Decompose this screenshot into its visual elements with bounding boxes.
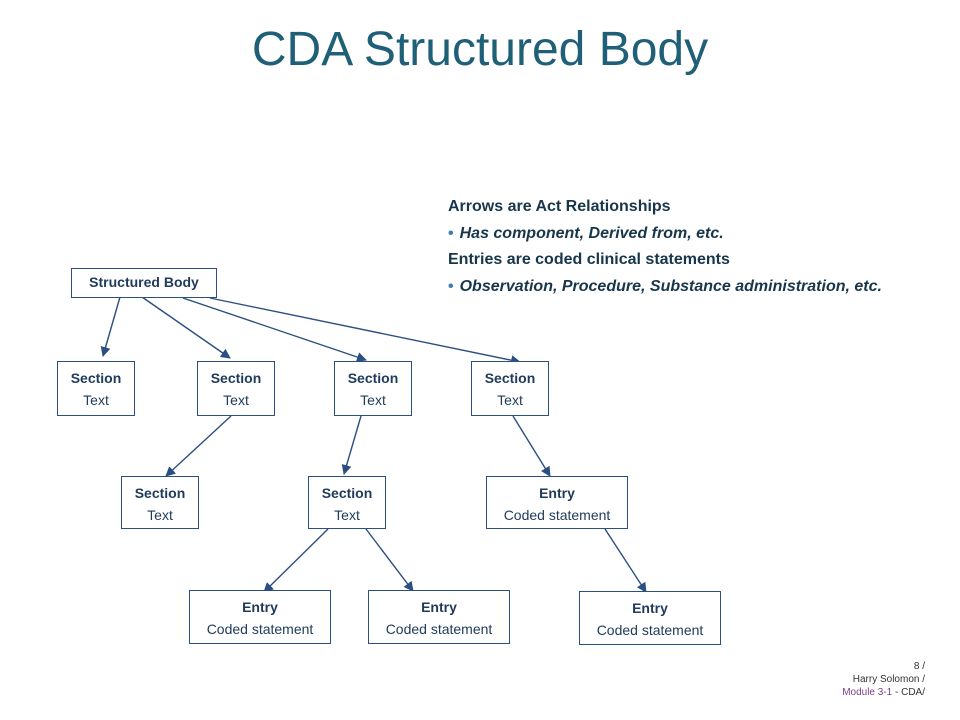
- note-bullet-2: • Observation, Procedure, Substance admin…: [448, 274, 882, 301]
- slide-footer: 8 / Harry Solomon / Module 3-1 - CDA/: [842, 660, 925, 699]
- arrow-section3-section6: [341, 415, 362, 475]
- entry-label: Entry: [539, 485, 575, 501]
- section-text: Text: [497, 392, 523, 408]
- module-link[interactable]: Module 3-1: [842, 687, 893, 698]
- section-label: Section: [70, 370, 122, 386]
- section-text: Text: [223, 392, 249, 408]
- entry-label: Entry: [421, 599, 457, 615]
- structured-body-box: Structured Body: [71, 268, 217, 298]
- arrow-root-section2: [141, 296, 231, 359]
- entry-text: Coded statement: [503, 507, 611, 523]
- section-label: Section: [134, 485, 186, 501]
- page-title: CDA Structured Body: [251, 23, 709, 76]
- entry-label: Entry: [242, 599, 278, 615]
- section-box: Section Text: [308, 476, 386, 529]
- section-box: Section Text: [121, 476, 199, 529]
- arrow-entry1-entry4: [604, 528, 647, 593]
- arrow-root-section3: [182, 297, 367, 362]
- note-line-1: Arrows are Act Relationships: [448, 198, 671, 215]
- arrow-section4-entry1: [512, 415, 551, 477]
- section-box: Section Text: [471, 361, 549, 416]
- note-bullet-1: • Has component, Derived from, etc.: [448, 221, 882, 248]
- entry-label: Entry: [632, 600, 668, 616]
- section-box: Section Text: [57, 361, 135, 416]
- author-name: Harry Solomon /: [852, 674, 925, 685]
- section-box: Section Text: [334, 361, 412, 416]
- section-text: Text: [83, 392, 109, 408]
- note-bullet-1-text: Has component, Derived from, etc.: [459, 224, 724, 242]
- arrow-section6-entry2: [263, 528, 329, 593]
- entry-box: Entry Coded statement: [368, 590, 510, 644]
- module-line: Module 3-1 - CDA/: [842, 686, 925, 699]
- note-line-2: Entries are coded clinical statements: [448, 251, 730, 268]
- section-label: Section: [321, 485, 373, 501]
- section-text: Text: [147, 507, 173, 523]
- note-bullet-2-text: Observation, Procedure, Substance admini…: [459, 277, 882, 295]
- section-text: Text: [334, 507, 360, 523]
- course-label: - CDA/: [892, 687, 925, 698]
- arrow-root-section4: [209, 297, 521, 366]
- section-label: Section: [484, 370, 536, 386]
- entry-text: Coded statement: [596, 622, 704, 638]
- arrow-section2-section5: [165, 415, 232, 477]
- bullet-icon: •: [448, 224, 454, 242]
- bullet-icon: •: [448, 277, 454, 295]
- section-box: Section Text: [197, 361, 275, 416]
- page-number: 8 /: [913, 661, 925, 672]
- arrow-section6-entry3: [365, 528, 414, 592]
- entry-box: Entry Coded statement: [189, 590, 331, 644]
- entry-box: Entry Coded statement: [579, 591, 721, 645]
- section-text: Text: [360, 392, 386, 408]
- arrow-root-section1: [100, 296, 121, 357]
- section-label: Section: [210, 370, 262, 386]
- entry-box: Entry Coded statement: [486, 476, 628, 529]
- section-label: Section: [347, 370, 399, 386]
- entry-text: Coded statement: [385, 621, 493, 637]
- entry-text: Coded statement: [206, 621, 314, 637]
- notes-block: Arrows are Act Relationships • Has compon…: [448, 194, 882, 300]
